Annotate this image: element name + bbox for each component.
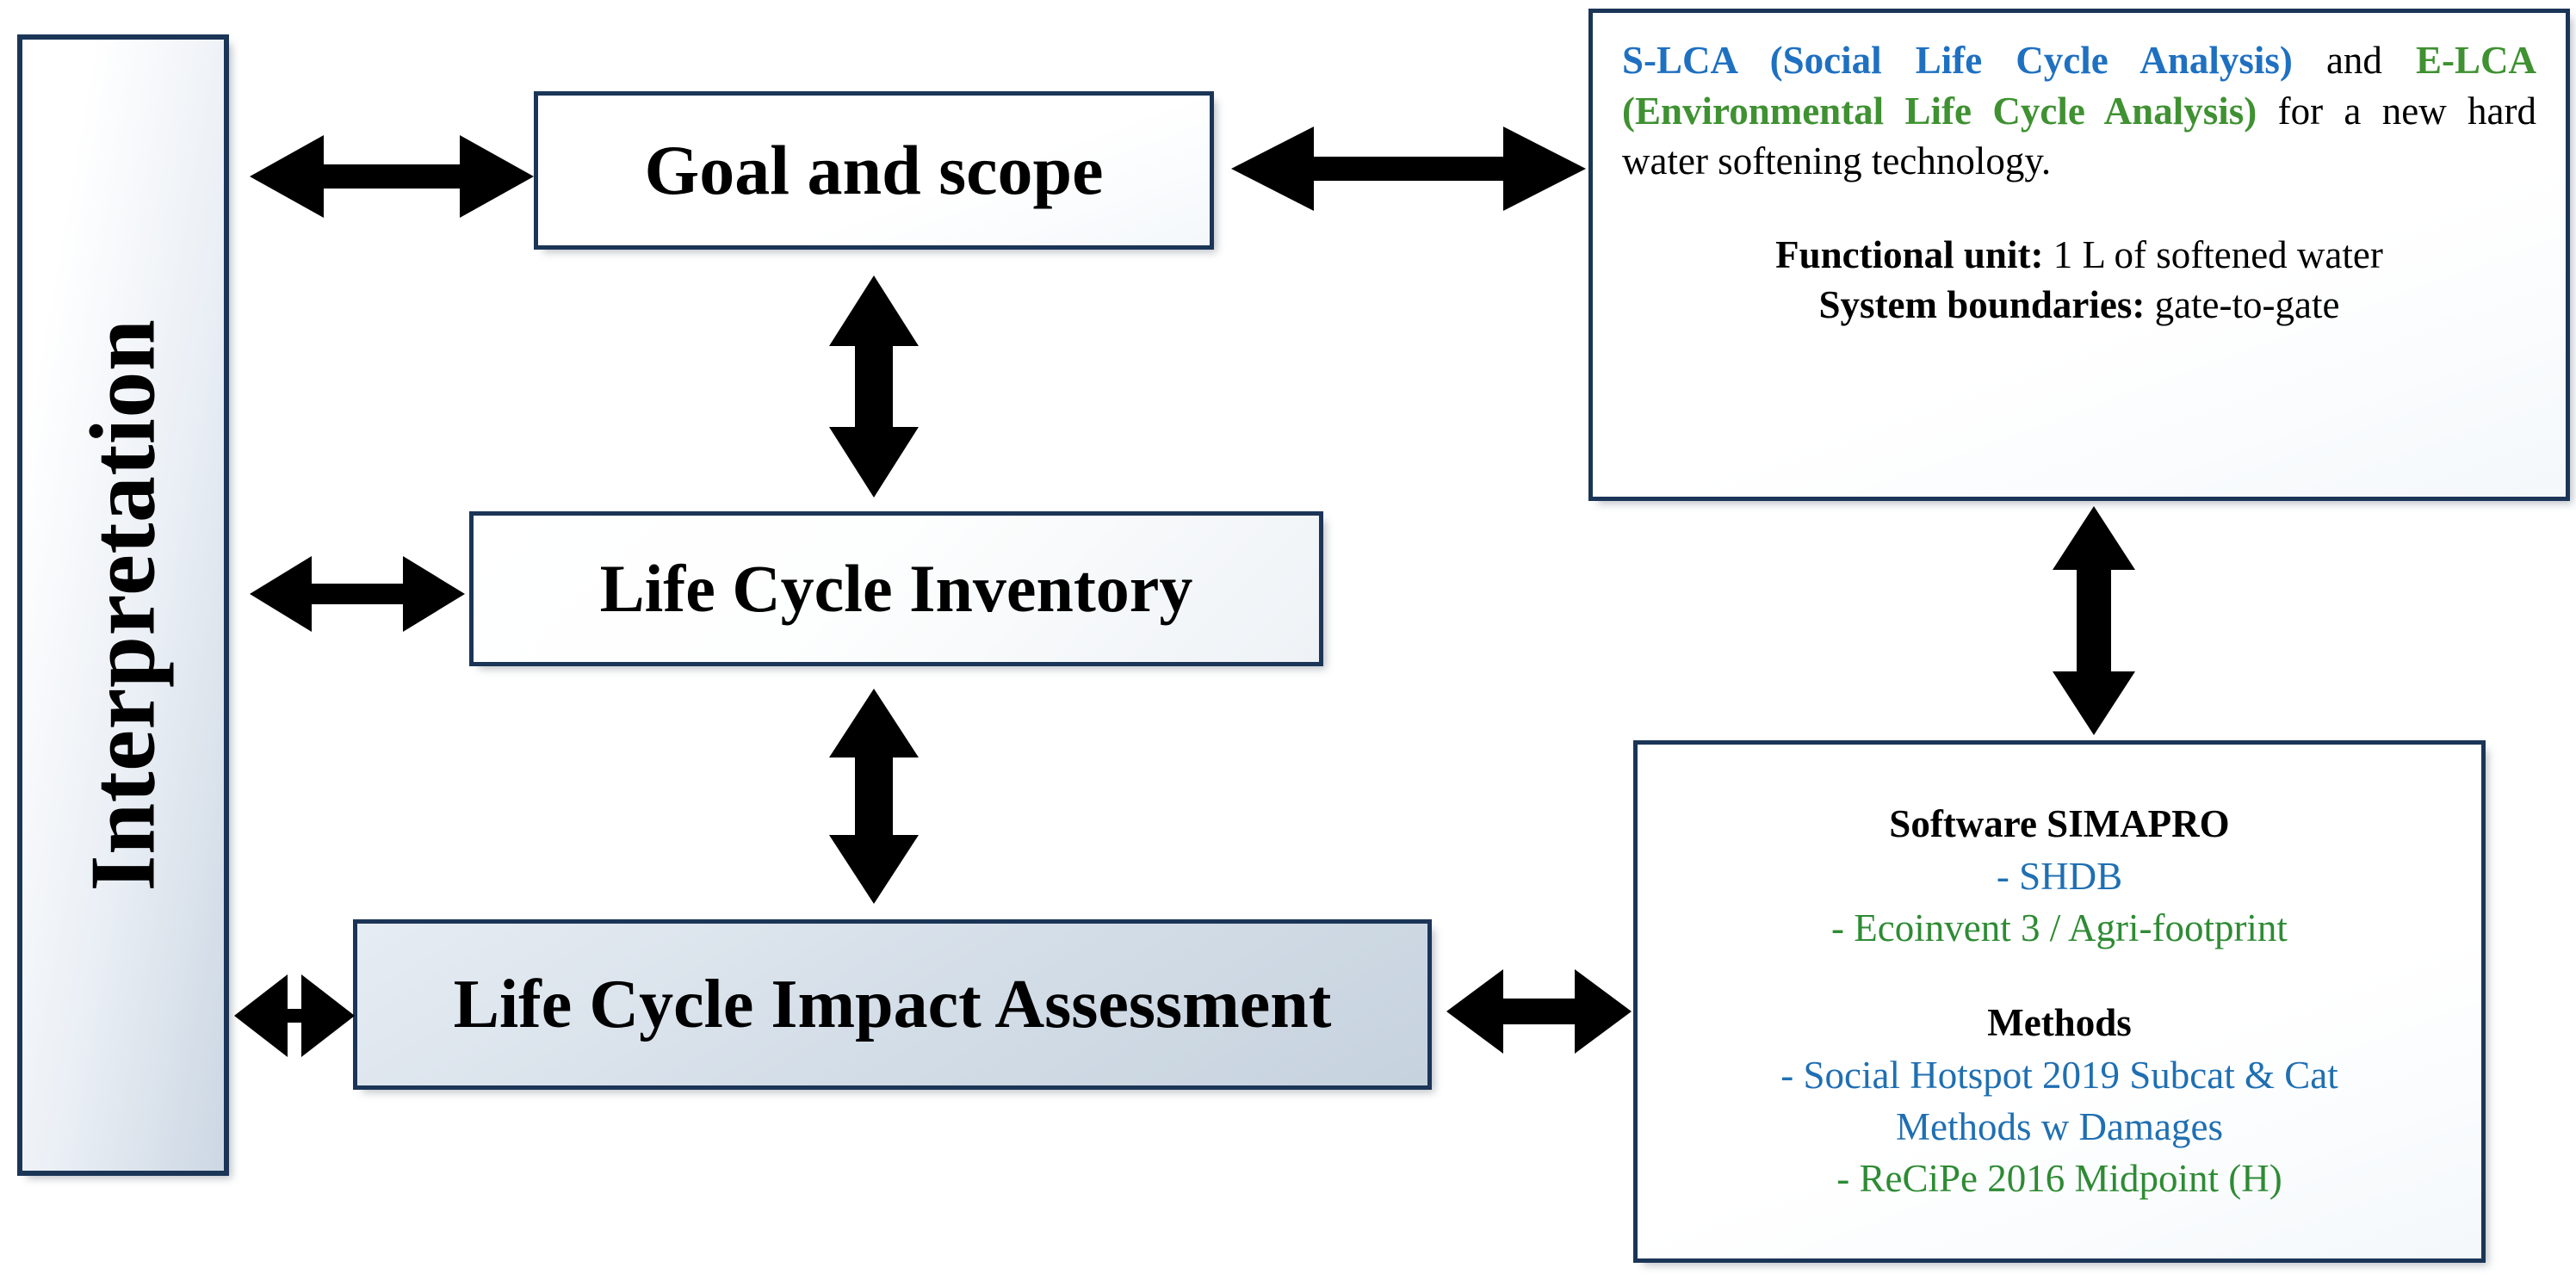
method-social-hotspot-line1: - Social Hotspot 2019 Subcat & Cat	[1780, 1053, 2338, 1097]
arrow-interpretation-to-life-cycle-inventory	[250, 551, 465, 637]
s-lca-term: S-LCA (Social Life Cycle Analysis)	[1622, 39, 2293, 82]
functional-unit-line: Functional unit: 1 L of softened water	[1622, 230, 2536, 281]
paragraph-spacer	[1622, 187, 2536, 230]
software-and-methods-box: Software SIMAPRO - SHDB - Ecoinvent 3 / …	[1633, 740, 2486, 1263]
life-cycle-inventory-stage-box: Life Cycle Inventory	[469, 511, 1323, 666]
scope-detail-paragraph: S-LCA (Social Life Cycle Analysis) and E…	[1622, 35, 2536, 187]
conjunction-and: and	[2325, 39, 2382, 82]
arrow-life-cycle-impact-assessment-to-software-and-methods	[1446, 964, 1632, 1059]
scope-tail-text: for a new hard water softening technolog…	[1622, 89, 2537, 183]
software-heading: Software SIMAPRO	[1889, 802, 2230, 846]
method-social-hotspot-line2: Methods w Damages	[1896, 1104, 2223, 1148]
tools-spacer	[1658, 954, 2461, 997]
methods-heading: Methods	[1987, 1001, 2132, 1045]
arrow-interpretation-to-life-cycle-impact-assessment	[234, 971, 355, 1060]
goal-and-scope-stage-box: Goal and scope	[534, 91, 1214, 250]
life-cycle-impact-assessment-stage-box: Life Cycle Impact Assessment	[353, 919, 1432, 1090]
scope-detail-box: S-LCA (Social Life Cycle Analysis) and E…	[1588, 9, 2570, 501]
functional-unit-value: 1 L of softened water	[2053, 232, 2383, 276]
e-lca-term: E-LCA (Environmental Life Cycle Analysis…	[1622, 39, 2537, 133]
system-boundaries-value: gate-to-gate	[2154, 283, 2340, 326]
interpretation-stage-box: Interpretation	[17, 34, 229, 1176]
arrow-life-cycle-inventory-to-life-cycle-impact-assessment	[822, 689, 926, 904]
arrow-goal-and-scope-to-life-cycle-inventory	[822, 275, 926, 498]
life-cycle-inventory-label: Life Cycle Inventory	[599, 551, 1193, 626]
method-recipe-midpoint: - ReCiPe 2016 Midpoint (H)	[1836, 1157, 2282, 1201]
database-shdb: - SHDB	[1996, 854, 2123, 898]
arrow-scope-detail-to-software-and-methods	[2042, 506, 2146, 735]
functional-unit-label: Functional unit:	[1775, 232, 2044, 276]
database-ecoinvent-agrifootprint: - Ecoinvent 3 / Agri-footprint	[1831, 906, 2288, 950]
system-boundaries-label: System boundaries:	[1818, 283, 2146, 326]
goal-and-scope-label: Goal and scope	[644, 131, 1104, 209]
arrow-interpretation-to-goal-and-scope	[250, 129, 534, 224]
interpretation-label: Interpretation	[71, 318, 175, 892]
system-boundaries-line: System boundaries: gate-to-gate	[1622, 280, 2536, 331]
life-cycle-impact-assessment-label: Life Cycle Impact Assessment	[453, 967, 1332, 1042]
arrow-goal-and-scope-to-scope-detail	[1231, 121, 1586, 217]
